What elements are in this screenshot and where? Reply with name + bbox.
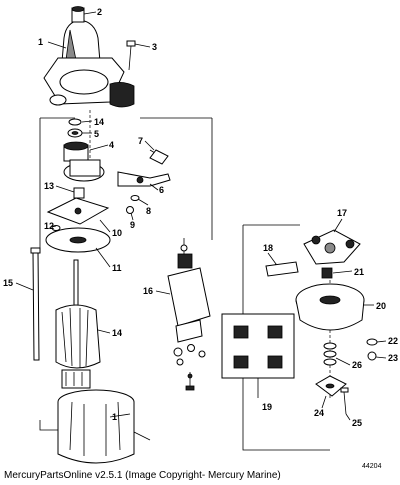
callout-12: 12: [44, 221, 54, 231]
solenoid-hardware[interactable]: [173, 344, 206, 391]
callout-25: 25: [352, 418, 362, 428]
washer-8[interactable]: [130, 195, 140, 201]
solenoid-16[interactable]: [167, 238, 211, 343]
spring-18[interactable]: [265, 261, 299, 277]
brake-washer-11[interactable]: [45, 227, 111, 253]
callout-7: 7: [138, 136, 143, 146]
cap-24[interactable]: [315, 375, 347, 397]
nut-23[interactable]: [367, 351, 377, 361]
callout-13: 13: [44, 181, 54, 191]
bushing-21[interactable]: [321, 267, 333, 279]
callout-leaders: [15, 11, 387, 421]
brush-kit-19[interactable]: [221, 313, 295, 398]
callout-8: 8: [146, 206, 151, 216]
callout-17: 17: [337, 208, 347, 218]
callout-15: 15: [3, 278, 13, 288]
through-bolt-15[interactable]: [30, 247, 41, 361]
callout-1-top: 1: [38, 37, 43, 47]
washer-stack-26[interactable]: [323, 342, 337, 366]
callout-2: 2: [97, 7, 102, 17]
armature-14[interactable]: [55, 259, 101, 389]
drive-end-housing[interactable]: [43, 19, 135, 108]
callout-18: 18: [263, 243, 273, 253]
drawing-number: 44204: [362, 463, 382, 470]
callout-14-top: 14: [94, 117, 104, 127]
copyright-caption: MercuryPartsOnline v2.5.1 (Image Copyrig…: [4, 470, 281, 481]
screw-25[interactable]: [340, 387, 349, 415]
callout-24: 24: [314, 408, 324, 418]
callout-20: 20: [376, 301, 386, 311]
plate-10[interactable]: [46, 197, 110, 225]
callout-4: 4: [109, 140, 114, 150]
callout-23: 23: [388, 353, 398, 363]
callout-14-armature: 14: [112, 328, 122, 338]
washer-14[interactable]: [68, 118, 82, 126]
callout-19: 19: [262, 402, 272, 412]
nut-9[interactable]: [126, 206, 134, 214]
callout-22: 22: [388, 336, 398, 346]
shift-lever-6[interactable]: [117, 171, 171, 187]
callout-26: 26: [352, 360, 362, 370]
callout-21: 21: [354, 267, 364, 277]
callout-3: 3: [152, 42, 157, 52]
callout-9: 9: [130, 220, 135, 230]
drive-assembly-4[interactable]: [63, 141, 105, 182]
end-cover-20[interactable]: [295, 283, 365, 331]
plug-13[interactable]: [73, 187, 85, 199]
spacer-5[interactable]: [67, 128, 83, 138]
bushing-2[interactable]: [71, 6, 85, 23]
brush-holder-17[interactable]: [303, 229, 361, 265]
callout-11: 11: [112, 263, 122, 273]
callout-10: 10: [112, 228, 122, 238]
screw-3[interactable]: [126, 40, 136, 71]
pivot-pin-7[interactable]: [149, 149, 169, 165]
callout-6: 6: [159, 185, 164, 195]
motor-frame[interactable]: [57, 389, 151, 464]
callout-1-bottom: 1: [112, 412, 117, 422]
washer-22[interactable]: [366, 338, 378, 346]
callout-16: 16: [143, 286, 153, 296]
callout-labels: 1 2 3 14 5 4 7 13 6 8 9 10 12 11 15 14 1…: [3, 7, 398, 428]
callout-5: 5: [94, 129, 99, 139]
